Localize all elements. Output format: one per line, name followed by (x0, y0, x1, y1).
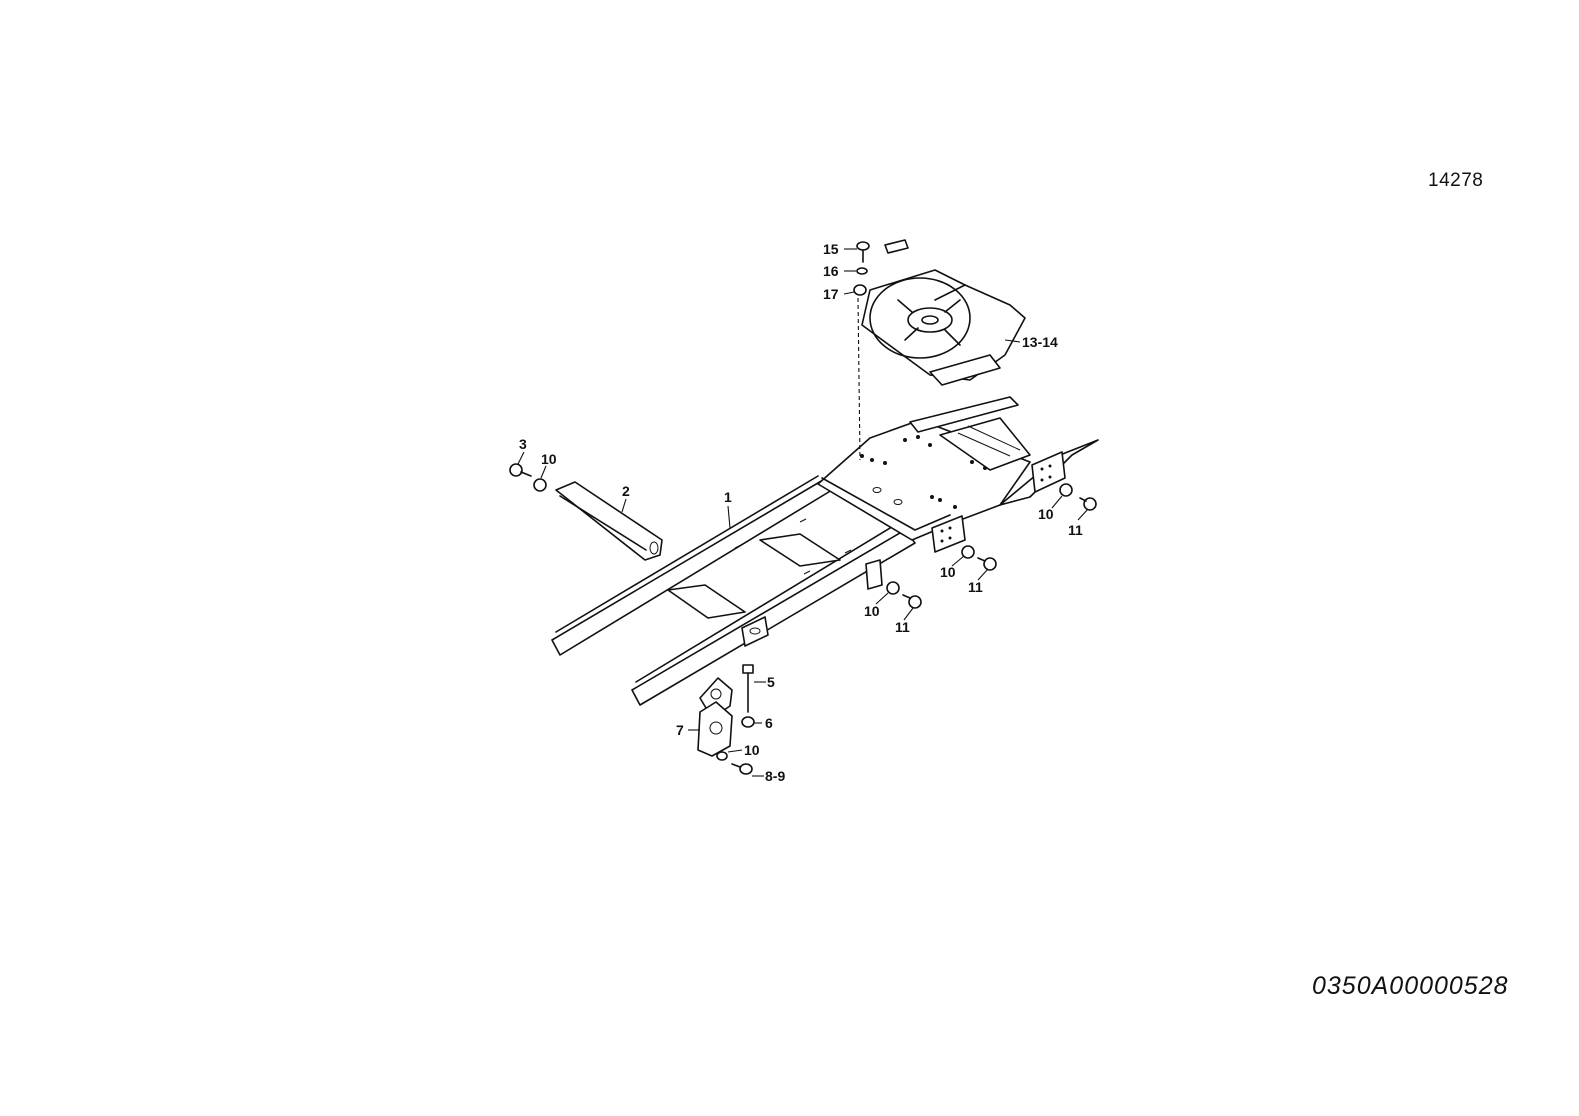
callout-17: 17 (823, 286, 839, 302)
callout-10: 10 (864, 603, 880, 619)
platform-bolt-holes (860, 435, 987, 509)
callout-10: 10 (940, 564, 956, 580)
callout-labels: 1 2 3 10 15 16 17 13-14 5 6 7 10 8-9 10 … (519, 241, 1083, 784)
engine-mount-assembly (697, 664, 755, 775)
drawing-reference-number: 14278 (1428, 170, 1484, 191)
main-frame (551, 396, 1099, 706)
callout-11: 11 (968, 579, 983, 595)
callout-11: 11 (895, 619, 910, 635)
kingpin-bolt-stack (853, 241, 870, 461)
callout-8-9: 8-9 (765, 768, 785, 784)
callout-10: 10 (1038, 506, 1054, 522)
bracket-fasteners (509, 463, 547, 492)
callout-10: 10 (744, 742, 760, 758)
callout-5: 5 (767, 674, 775, 690)
callout-1: 1 (724, 489, 732, 505)
callout-11: 11 (1068, 522, 1083, 538)
callout-leaders (517, 248, 1089, 777)
cross-bracket (555, 481, 663, 561)
callout-16: 16 (823, 263, 839, 279)
fifth-wheel-coupling (861, 239, 1026, 386)
callout-15: 15 (823, 241, 839, 257)
callout-2: 2 (622, 483, 630, 499)
callout-13-14: 13-14 (1022, 334, 1058, 350)
document-code: 0350A00000528 (1312, 972, 1509, 1000)
callout-3: 3 (519, 436, 527, 452)
callout-7: 7 (676, 722, 684, 738)
callout-6: 6 (765, 715, 773, 731)
callout-10: 10 (541, 451, 557, 467)
frame-fasteners (886, 483, 1097, 609)
